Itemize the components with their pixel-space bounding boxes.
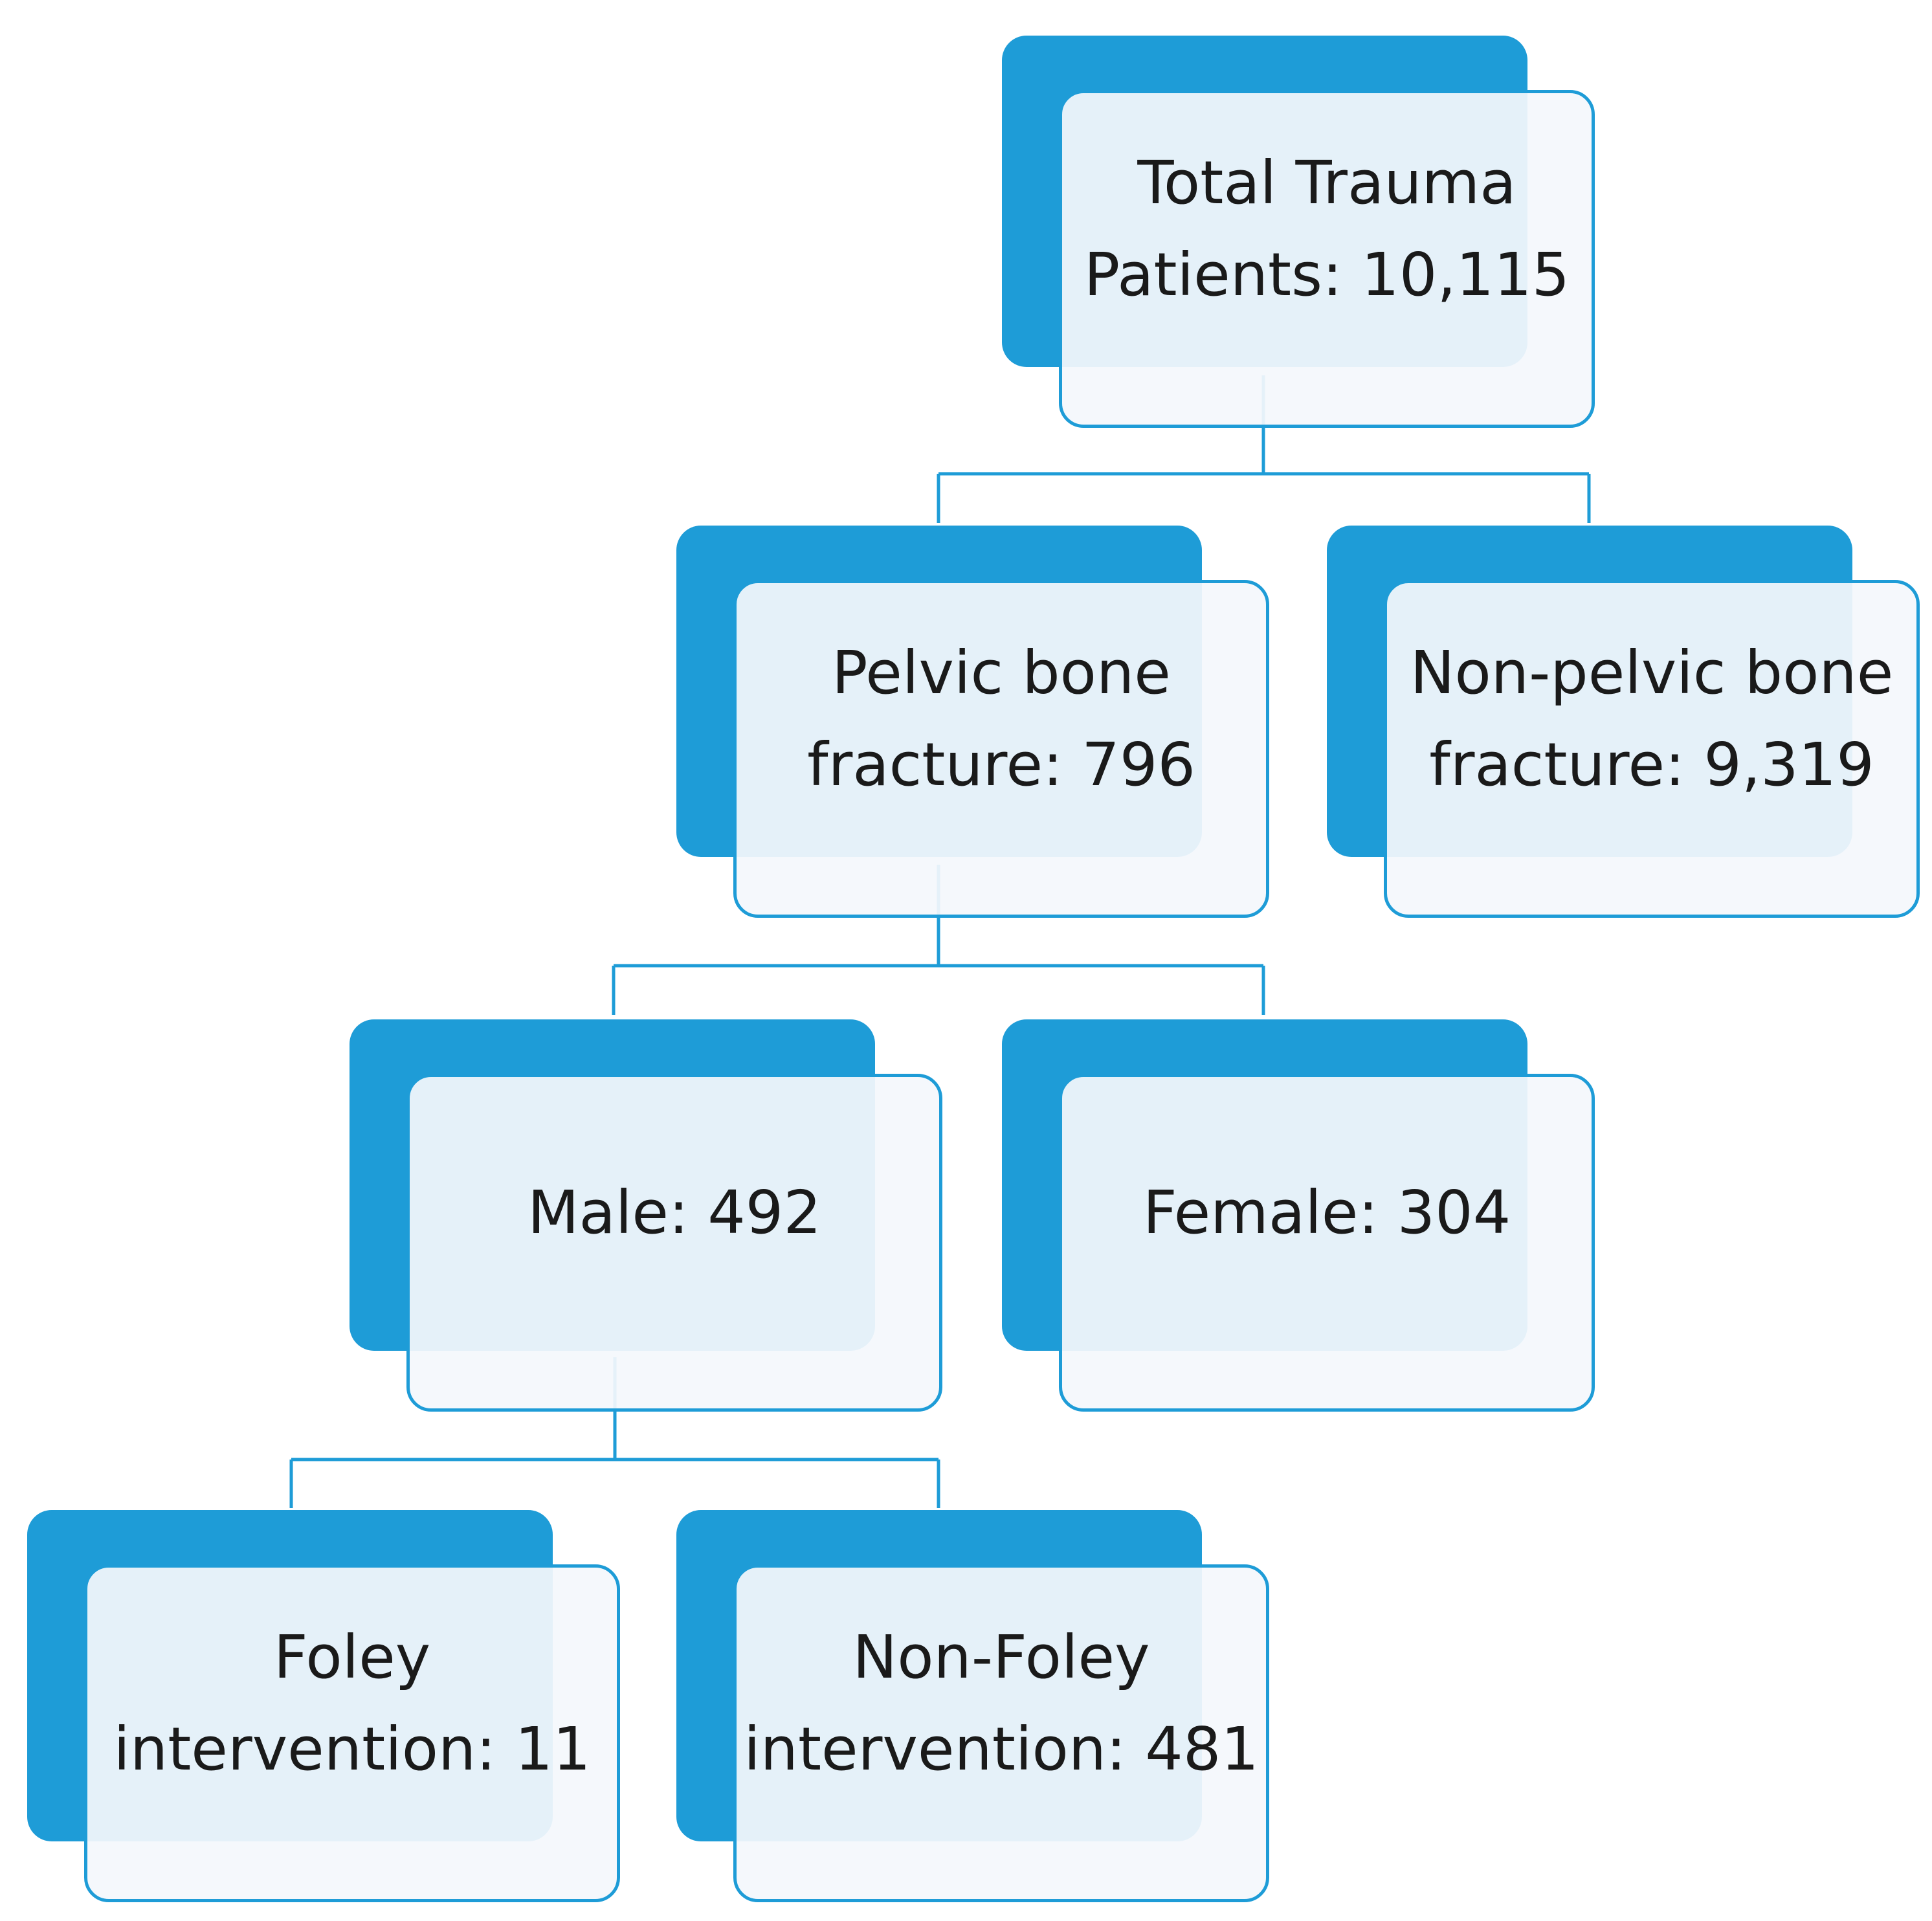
node-foley-intervention-label: Foley intervention: 11 <box>84 1564 620 1843</box>
node-total-trauma-label: Total Trauma Patients: 10,115 <box>1059 90 1595 368</box>
node-non-pelvic-fracture: Non-pelvic bone fracture: 9,319 <box>1327 526 1920 918</box>
node-pelvic-fracture: Pelvic bone fracture: 796 <box>676 526 1269 918</box>
node-male-line1: Male: 492 <box>527 1178 821 1247</box>
node-non-foley-intervention: Non-Foley intervention: 481 <box>676 1510 1269 1902</box>
node-non-pelvic-fracture-label: Non-pelvic bone fracture: 9,319 <box>1384 580 1920 858</box>
node-non-pelvic-fracture-line2: fracture: 9,319 <box>1429 730 1874 799</box>
node-foley-intervention-line2: intervention: 11 <box>113 1715 591 1784</box>
node-male: Male: 492 <box>350 1019 942 1412</box>
node-non-foley-intervention-line1: Non-Foley <box>852 1623 1150 1692</box>
node-foley-intervention-box <box>84 1564 620 1902</box>
node-pelvic-fracture-line1: Pelvic bone <box>832 638 1171 707</box>
node-foley-intervention-line1: Foley <box>273 1623 431 1692</box>
node-non-foley-intervention-box <box>733 1564 1269 1902</box>
node-female-box <box>1059 1074 1595 1412</box>
node-foley-intervention: Foley intervention: 11 <box>27 1510 620 1902</box>
node-pelvic-fracture-label: Pelvic bone fracture: 796 <box>733 580 1269 858</box>
node-total-trauma-line2: Patients: 10,115 <box>1083 240 1570 309</box>
node-male-label: Male: 492 <box>406 1074 942 1352</box>
node-female: Female: 304 <box>1002 1019 1595 1412</box>
node-non-pelvic-fracture-box <box>1384 580 1920 918</box>
node-non-pelvic-fracture-line1: Non-pelvic bone <box>1410 638 1894 707</box>
node-female-line1: Female: 304 <box>1142 1178 1511 1247</box>
node-non-foley-intervention-line2: intervention: 481 <box>744 1715 1259 1784</box>
node-total-trauma-line1: Total Trauma <box>1137 148 1516 217</box>
node-female-label: Female: 304 <box>1059 1074 1595 1352</box>
node-pelvic-fracture-line2: fracture: 796 <box>807 730 1195 799</box>
node-male-box <box>406 1074 942 1412</box>
node-pelvic-fracture-box <box>733 580 1269 918</box>
node-non-foley-intervention-label: Non-Foley intervention: 481 <box>733 1564 1269 1843</box>
node-total-trauma: Total Trauma Patients: 10,115 <box>1002 36 1595 428</box>
node-total-trauma-box <box>1059 90 1595 428</box>
